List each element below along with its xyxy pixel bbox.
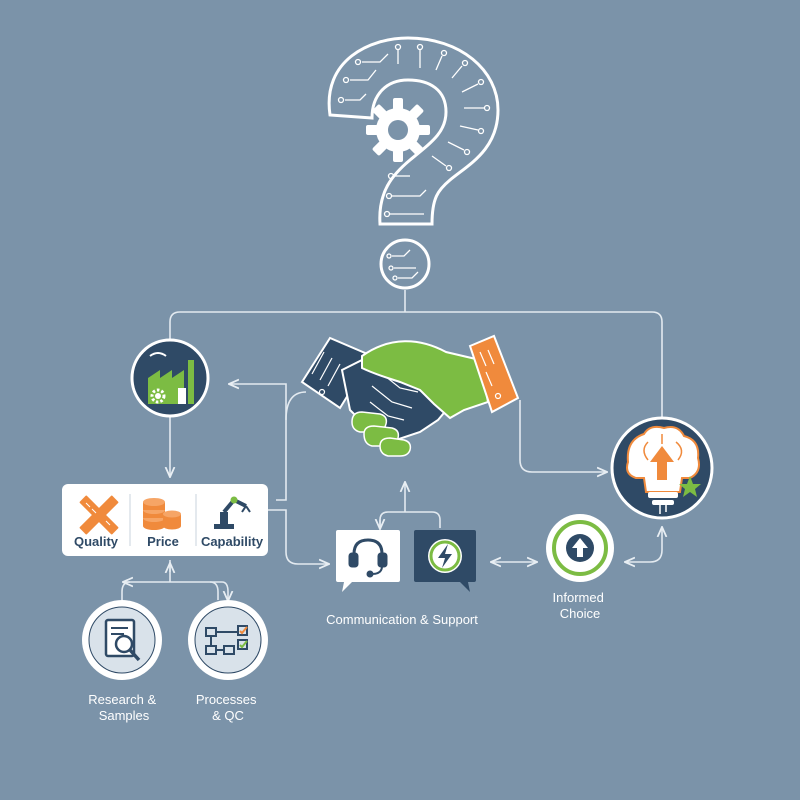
connector-comm-branch (379, 511, 441, 528)
research-label: Research & Samples (88, 692, 160, 723)
lightbulb-brain-icon (626, 425, 700, 514)
crossed-rulers-icon (79, 495, 119, 535)
up-arrow-icon (566, 534, 594, 562)
question-mark-circuit-icon (327, 36, 500, 290)
lightning-chat-bubble[interactable] (414, 530, 476, 592)
star-icon (679, 476, 701, 497)
price-label: Price (147, 534, 179, 549)
communication-label: Communication & Support (326, 612, 478, 627)
lightning-chat-icon (428, 539, 462, 573)
quality-label: Quality (74, 534, 119, 549)
connector-card-to-handshake (285, 391, 307, 421)
gear-icon (366, 98, 430, 162)
processes-node[interactable] (188, 600, 268, 680)
capability-label: Capability (201, 534, 264, 549)
headset-chat-icon (348, 538, 388, 578)
connector-card-to-comm (268, 509, 328, 564)
handshake-icon (300, 334, 520, 457)
connector-right-arrow (210, 581, 228, 600)
headset-chat-bubble[interactable] (336, 530, 400, 592)
document-magnifier-icon (104, 618, 141, 662)
processes-label: Processes & QC (196, 692, 260, 723)
research-node[interactable] (82, 600, 162, 680)
criteria-card[interactable]: Quality Price Capability (62, 484, 268, 556)
connector-card-to-factory (230, 384, 287, 501)
informed-choice-node[interactable] (546, 514, 614, 582)
robot-arm-icon (214, 496, 251, 529)
brain-lightbulb-node[interactable] (610, 416, 714, 520)
connectors (121, 290, 663, 600)
coin-stack-icon (143, 498, 181, 530)
connector-top-bar (169, 311, 663, 418)
factory-node[interactable] (130, 338, 210, 418)
connector-handshake-to-brain (519, 400, 606, 472)
informed-choice-label: Informed Choice (553, 590, 608, 621)
flowchart-checklist-icon (205, 625, 248, 655)
factory-icon (148, 352, 194, 404)
connector-choice-to-brain (626, 528, 662, 562)
